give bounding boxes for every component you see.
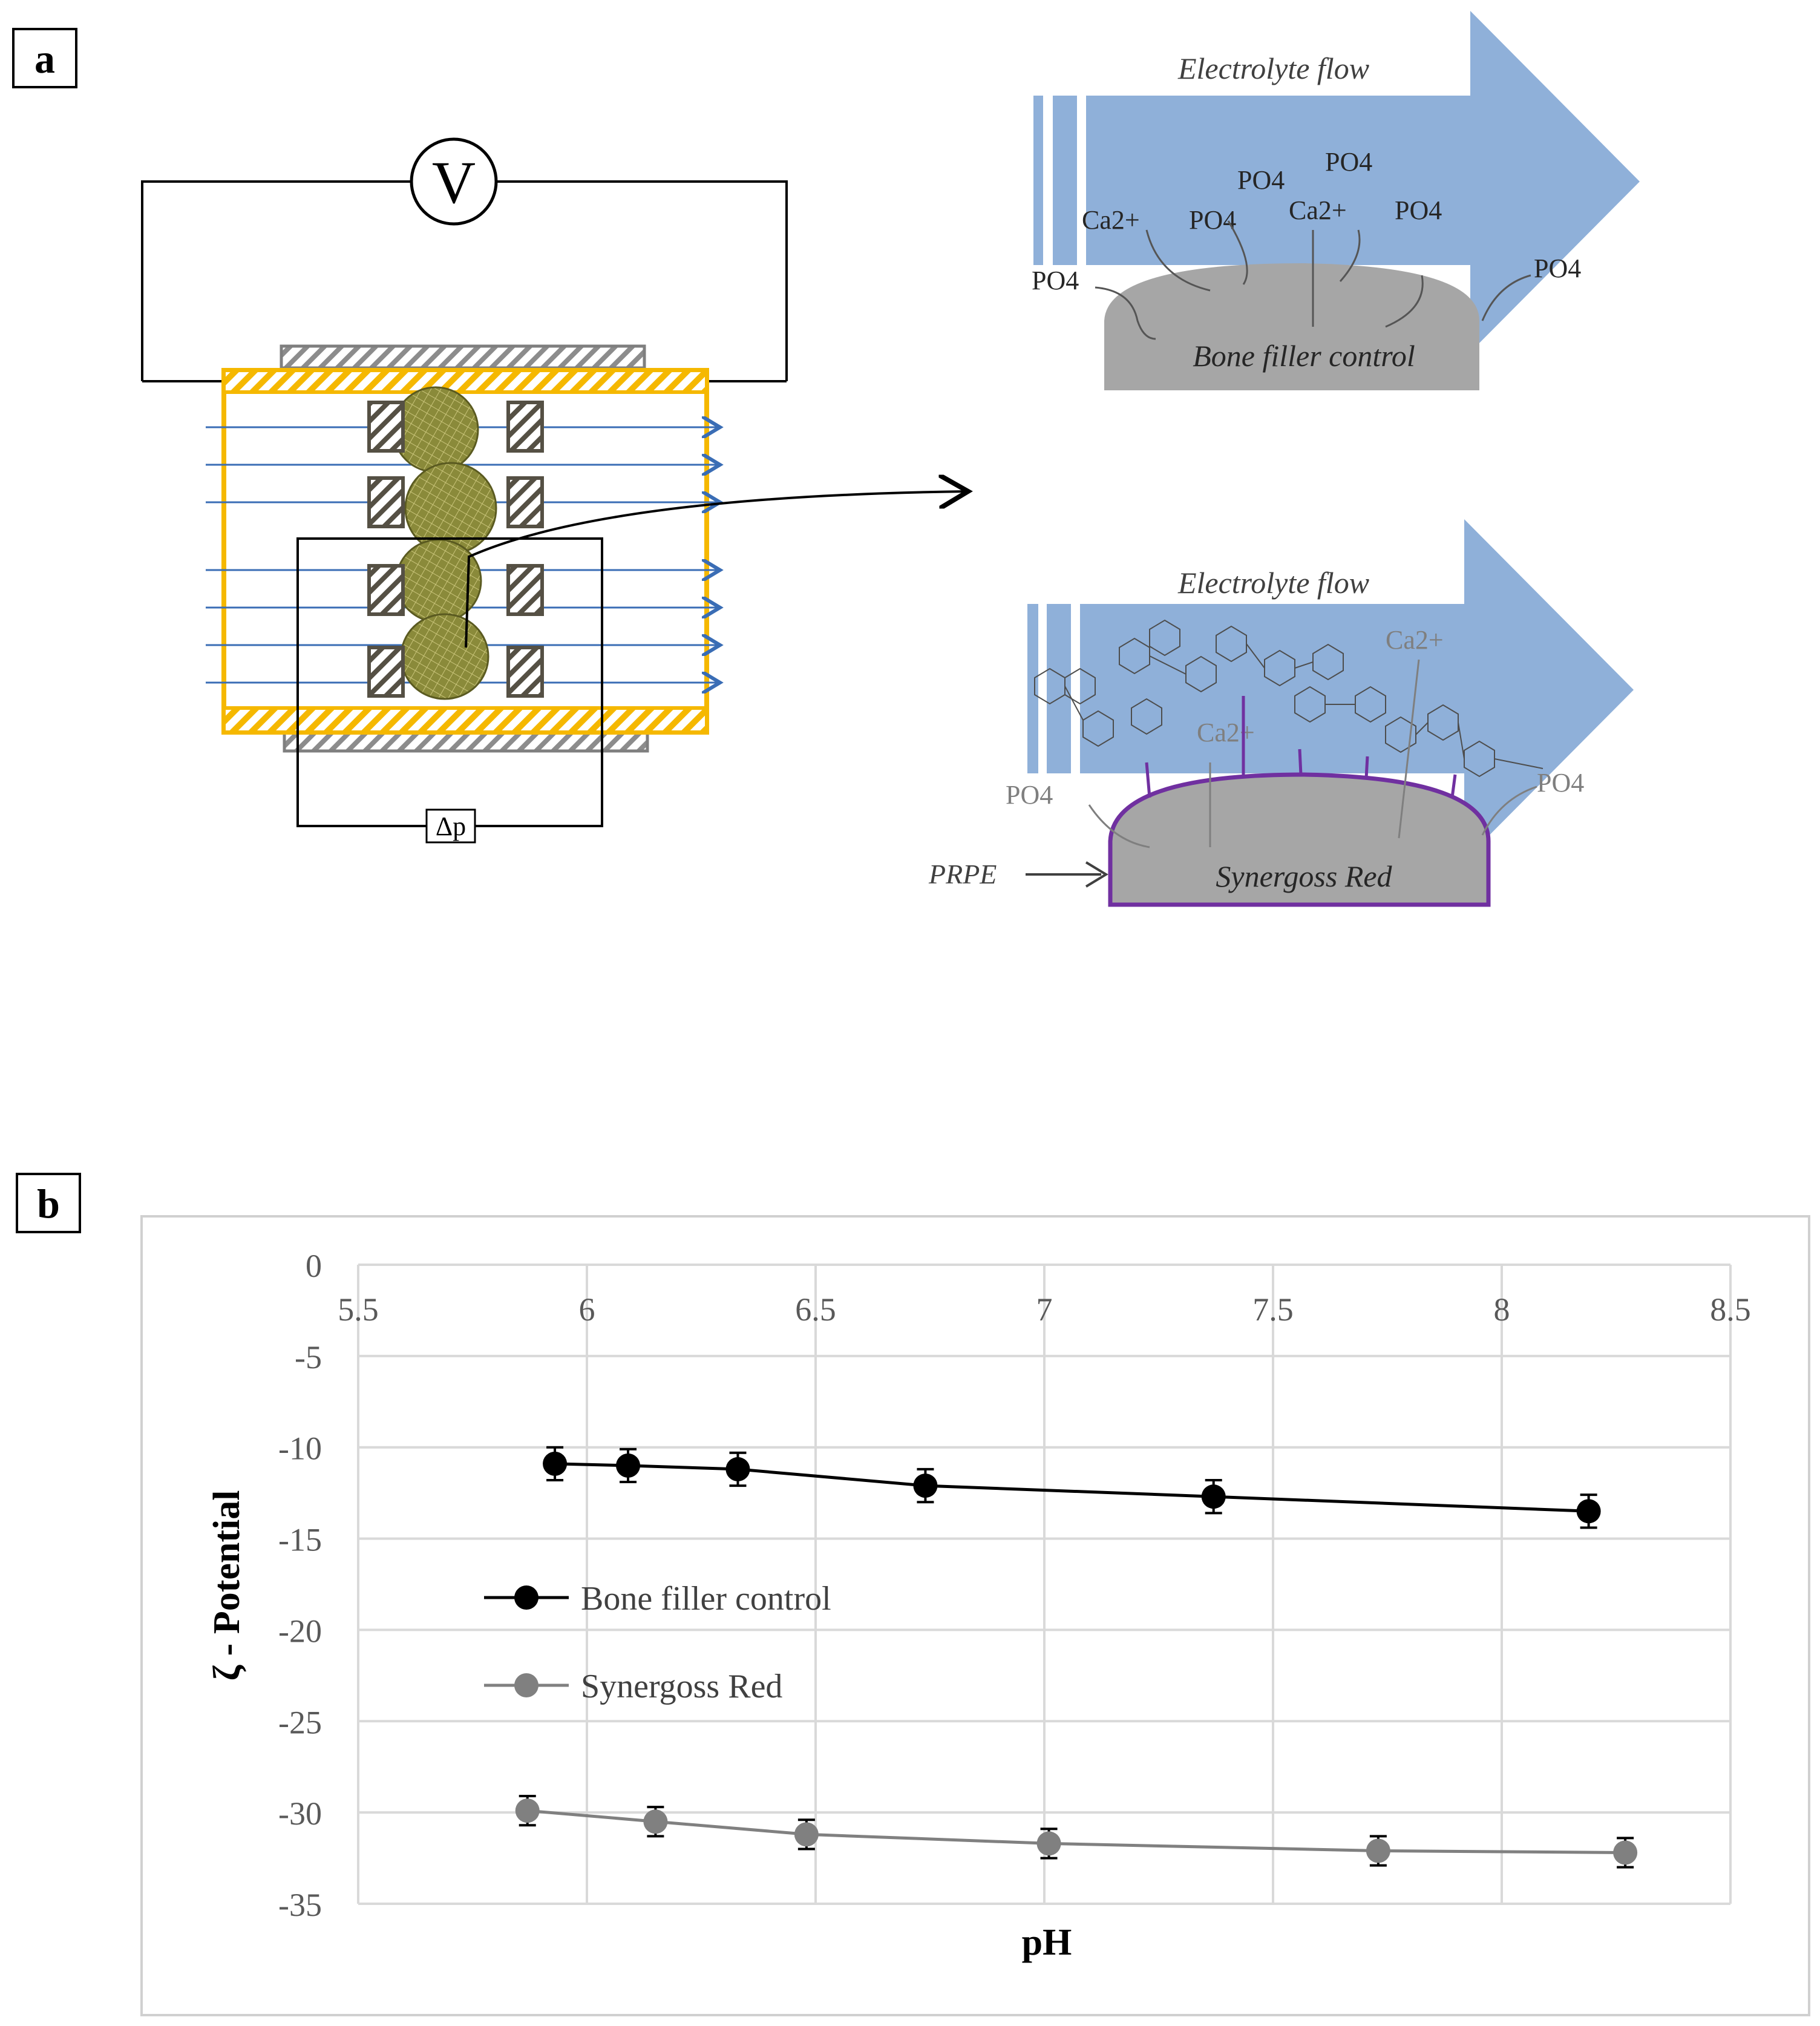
flow-label: Electrolyte flow: [1177, 51, 1369, 85]
bone-filler-flow: Electrolyte flow Bone filler control PO4…: [1032, 11, 1640, 390]
panel-a-label-box: [12, 28, 77, 88]
zeta-potential-chart: 0 -5 -10 -15 -20 -25 -30 -35 5.5 6 6.5 7 7.5 8 8.5 ζ …: [206, 1248, 1751, 1963]
flow-label: Electrolyte flow: [1177, 566, 1369, 600]
chart-series: [515, 1446, 1638, 1869]
y-tick-label: -5: [295, 1339, 322, 1375]
zoom-arrow: [465, 491, 968, 648]
legend-label: Bone filler control: [581, 1580, 831, 1618]
chart-frame: [140, 1215, 1810, 2016]
x-tick-label: 7.5: [1252, 1291, 1294, 1328]
voltmeter-label: V: [432, 149, 476, 216]
ion-label: PO4: [1237, 165, 1285, 195]
ion-label: Ca2+: [1197, 718, 1255, 747]
y-tick-label: -20: [278, 1613, 322, 1649]
y-tick-label: -25: [278, 1704, 322, 1740]
series-line-bone-filler-control: [555, 1462, 1589, 1513]
x-tick-label: 5.5: [338, 1291, 379, 1328]
x-tick-label: 8.5: [1710, 1291, 1751, 1328]
ion-label: PO4: [1537, 768, 1584, 798]
measurement-cell: V: [141, 137, 968, 844]
synergoss-surface: [1108, 772, 1491, 907]
sample-particles: [392, 386, 497, 700]
x-tick-label: 8: [1494, 1291, 1510, 1328]
voltage-circuit: [141, 180, 788, 381]
x-tick-label: 7: [1036, 1291, 1053, 1328]
x-axis-ticks: 5.5 6 6.5 7 7.5 8 8.5: [338, 1291, 1751, 1328]
y-axis-label: ζ - Potential: [206, 1490, 247, 1681]
y-axis-ticks: 0 -5 -10 -15 -20 -25 -30 -35: [278, 1248, 322, 1923]
y-tick-label: -10: [278, 1431, 322, 1467]
ion-label: PO4: [1325, 147, 1372, 177]
voltmeter-icon: [410, 137, 498, 226]
surface-label: Bone filler control: [1193, 339, 1415, 373]
data-point-synergoss-red: [1036, 1831, 1061, 1856]
pressure-sensor: [425, 808, 476, 844]
bone-filler-surface: [1104, 263, 1479, 390]
panel-a: a V: [12, 11, 1640, 907]
prpe-label: PRPE: [928, 859, 997, 890]
spacers: [367, 401, 544, 698]
data-point-bone-filler-control: [725, 1457, 750, 1481]
panel-a-label: a: [34, 36, 55, 82]
panel-b: b 0 -5 -10 -15 -20 -25 -30 -35 5.5 6 6.5 7 7.5 8 8.5 …: [16, 1173, 1810, 2016]
surface-label: Synergoss Red: [1216, 859, 1392, 893]
flow-arrow: [1086, 11, 1640, 352]
data-point-bone-filler-control: [543, 1451, 568, 1476]
y-tick-label: -35: [278, 1887, 322, 1923]
pressure-label: Δp: [436, 811, 466, 841]
procyanidin-molecules: [1034, 619, 1543, 778]
panel-b-label: b: [37, 1181, 60, 1227]
synergoss-flow: Electrolyte flow C: [928, 519, 1634, 907]
prpe-chains: [1145, 696, 1457, 798]
panel-b-label-box: [16, 1173, 81, 1233]
y-tick-label: 0: [306, 1248, 322, 1284]
flow-arrow: [1080, 519, 1634, 861]
data-point-synergoss-red: [643, 1809, 668, 1834]
data-point-bone-filler-control: [913, 1474, 938, 1498]
y-tick-label: -15: [278, 1522, 322, 1558]
data-point-bone-filler-control: [616, 1453, 641, 1478]
data-point-synergoss-red: [1366, 1838, 1390, 1863]
ion-label: PO4: [1189, 205, 1236, 235]
data-point-synergoss-red: [1613, 1840, 1638, 1865]
legend-marker: [514, 1673, 538, 1697]
legend-label: Synergoss Red: [581, 1668, 782, 1705]
chart-grid: [357, 1264, 1732, 1905]
data-point-synergoss-red: [515, 1798, 540, 1823]
pressure-circuit: [296, 537, 603, 827]
data-point-bone-filler-control: [1576, 1499, 1601, 1524]
data-point-bone-filler-control: [1201, 1484, 1226, 1509]
ion-label: Ca2+: [1289, 195, 1347, 225]
legend-marker: [514, 1585, 538, 1610]
ion-label: PO4: [1395, 195, 1442, 225]
x-tick-label: 6.5: [795, 1291, 836, 1328]
x-tick-label: 6: [579, 1291, 595, 1328]
top-electrode: [280, 344, 646, 370]
ion-label: Ca2+: [1386, 625, 1444, 655]
series-line-synergoss-red: [527, 1809, 1626, 1854]
ion-label: PO4: [1534, 254, 1581, 283]
y-tick-label: -30: [278, 1795, 322, 1832]
data-point-synergoss-red: [794, 1822, 819, 1847]
ion-label: Ca2+: [1082, 205, 1140, 235]
ion-label: PO4: [1032, 266, 1079, 295]
x-axis-label: pH: [1022, 1922, 1072, 1963]
ion-label: PO4: [1006, 780, 1053, 810]
